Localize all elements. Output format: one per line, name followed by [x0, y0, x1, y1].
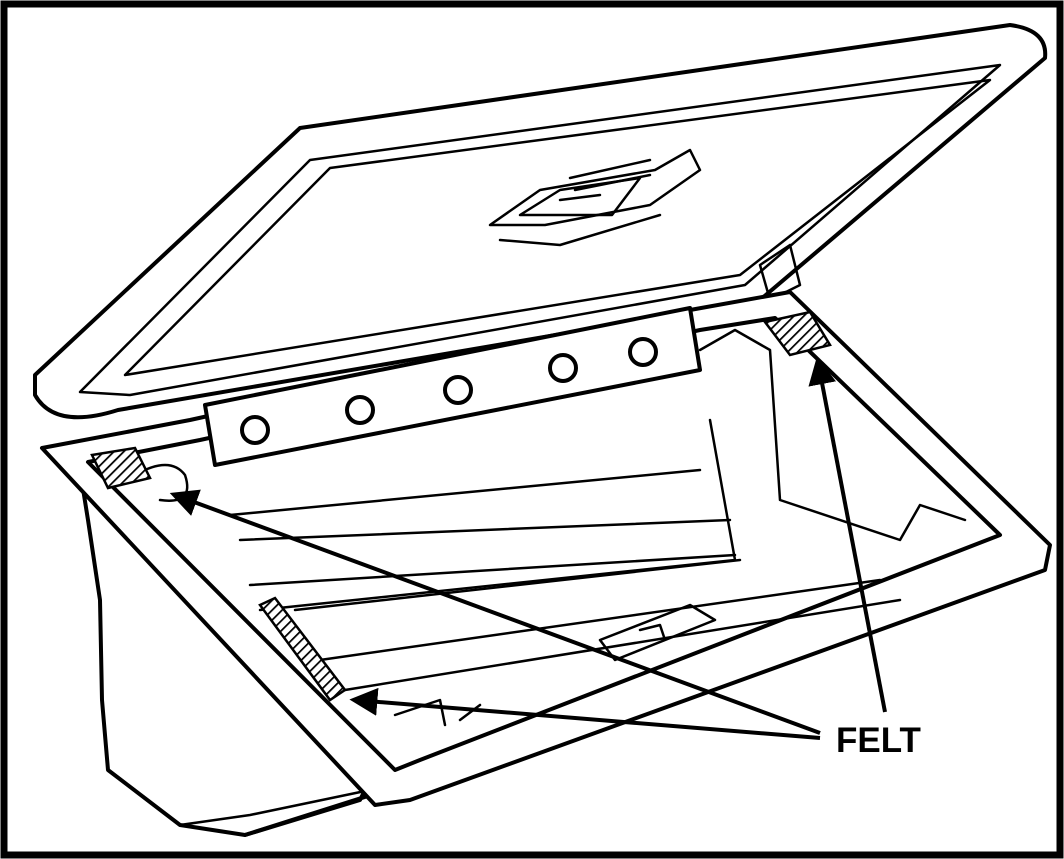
- felt-callout-arrows: [169, 356, 887, 740]
- interior-right-wall: [698, 328, 967, 542]
- lid-rim: [78, 63, 1002, 397]
- felt-pad-left: [258, 596, 347, 702]
- lid-latch: [488, 148, 702, 247]
- lid-hinge-right: [758, 243, 802, 302]
- interior-floor-lines: [293, 558, 902, 692]
- arrow-to-right-felt: [808, 356, 887, 713]
- arrow-to-top-left-felt: [169, 489, 821, 735]
- felt-pad-top-left: [90, 446, 152, 490]
- felt-label: FELT: [836, 721, 921, 760]
- interior-clip: [598, 603, 717, 662]
- box-bottom-inner: [178, 788, 372, 827]
- interior-ribs: [228, 468, 737, 587]
- felt-pad-top-right: [762, 310, 832, 357]
- arrow-to-left-felt: [349, 687, 821, 740]
- interior-tab: [393, 698, 482, 727]
- lid: [33, 23, 1048, 420]
- hinge-rivets: [240, 337, 658, 445]
- lid-inner-panel: [123, 78, 992, 377]
